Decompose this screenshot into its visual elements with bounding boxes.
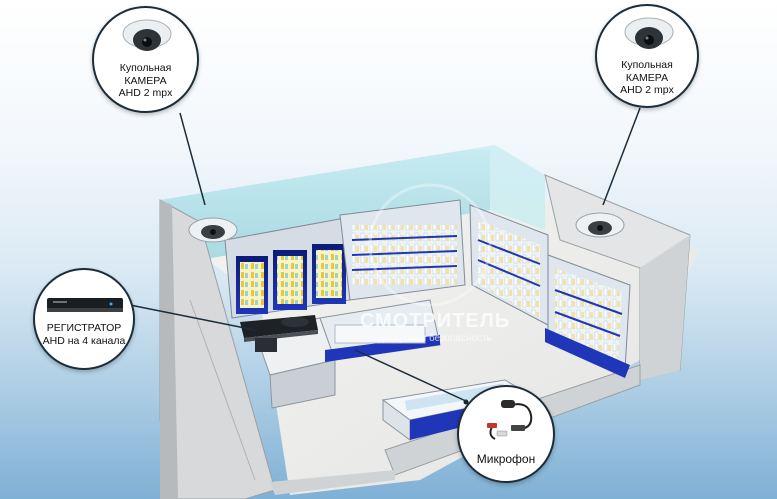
back-shelving [339, 199, 466, 301]
camera-left-label-2: КАМЕРА [124, 74, 167, 87]
camera-right-label-2: КАМЕРА [625, 71, 669, 84]
camera-right-callout: Купольная КАМЕРА AHD 2 mpx [595, 4, 699, 108]
dvr-recorder-icon [47, 298, 123, 312]
connector-lines [129, 107, 641, 403]
recorder-callout: РЕГИСТРАТОР AHD на 4 канала [33, 268, 135, 370]
microphone-icon [487, 400, 533, 440]
right-shelving [469, 204, 631, 378]
microphone-label: Микрофон [476, 452, 536, 466]
room-camera-left [188, 217, 238, 243]
camera-right-label-3: AHD 2 mpx [620, 84, 674, 96]
camera-left-label-3: AHD 2 mpx [118, 87, 173, 99]
back-fridges [224, 217, 351, 319]
recorder-label-2: AHD на 4 канала [42, 334, 126, 347]
recorder-device [240, 315, 318, 352]
watermark-brand: СМОТРИТЕЛЬ [359, 310, 511, 332]
dome-camera-icon [122, 19, 172, 51]
watermark: СМОТРИТЕЛЬ доступная безопасность [355, 310, 515, 344]
microphone-callout: Микрофон [457, 385, 555, 483]
glass-wall [160, 150, 490, 260]
camera-left-callout: Купольная КАМЕРА AHD 2 mpx [92, 6, 199, 113]
dome-camera-icon [624, 17, 674, 49]
recorder-label-1: РЕГИСТРАТОР [46, 322, 122, 334]
watermark-tagline: доступная безопасность [378, 333, 492, 344]
camera-right-label-1: Купольная [621, 59, 673, 71]
camera-left-label-1: Купольная [119, 62, 172, 74]
room-camera-right [575, 212, 625, 238]
